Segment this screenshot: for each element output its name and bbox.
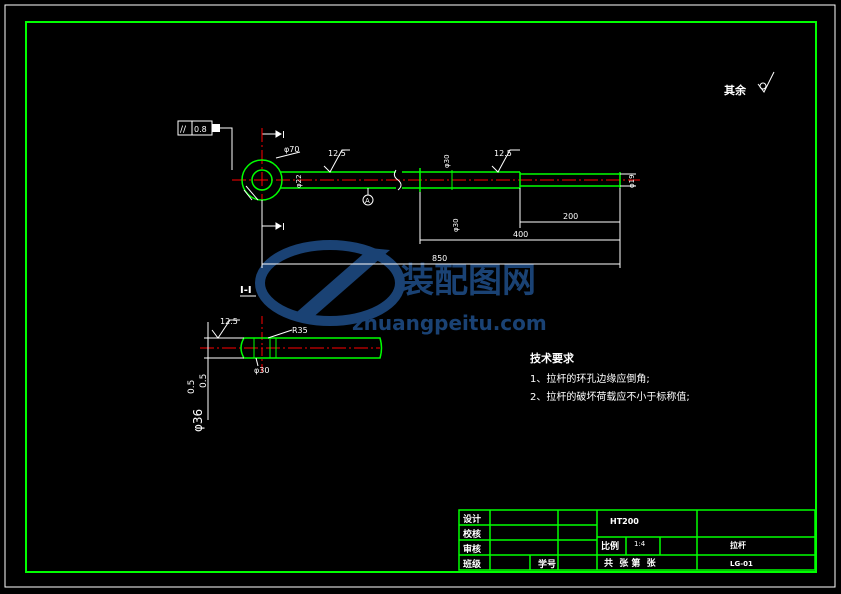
datum-a-icon (212, 124, 220, 132)
roughness-2: 12.5 (494, 149, 512, 158)
watermark: 装配图网 zhuangpeitu.com (255, 240, 547, 335)
tb-scale-value: 1:4 (634, 540, 646, 548)
tolerance-frame: // 0.8 (177, 120, 233, 170)
tb-sheet: 共 张 第 张 (604, 557, 657, 569)
section-bore: φ30 (254, 366, 269, 375)
dim-end-dia2: φ19 (628, 174, 636, 188)
svg-text:I: I (282, 222, 285, 233)
sheet-border (4, 4, 836, 588)
section-radius: R35 (292, 326, 308, 335)
notes-title: 技术要求 (530, 351, 575, 365)
dim-rod-dia: φ22 (295, 174, 303, 188)
tb-student-no: 学号 (538, 558, 556, 570)
watermark-url: zhuangpeitu.com (352, 311, 547, 335)
dim-400: 400 (513, 230, 528, 239)
watermark-slash-icon (290, 248, 390, 320)
section-tol-upper: 0.5 (187, 380, 197, 394)
roughness-check-icon (757, 71, 775, 93)
roughness-1: 12.5 (328, 149, 346, 158)
datum-label: A (365, 197, 370, 205)
dim-200: 200 (563, 212, 578, 221)
tb-review: 审核 (463, 543, 481, 555)
section-tol-lower: 0.5 (199, 374, 209, 388)
section-roughness: 12.5 (220, 317, 238, 326)
note-item-1: 1、拉杆的环孔边缘应倒角; (530, 372, 650, 385)
tolerance-symbol: // (180, 125, 187, 135)
section-view-label: I-I (240, 285, 252, 296)
drawing-frame (25, 21, 817, 573)
note-item-2: 2、拉杆的破坏荷载应不小于标称值; (530, 390, 690, 403)
tb-material: HT200 (610, 517, 639, 526)
tb-part-name: 拉杆 (730, 540, 746, 550)
watermark-cn: 装配图网 (400, 261, 536, 301)
title-block (458, 509, 816, 571)
dim-end-dia: φ30 (452, 218, 460, 232)
tb-class: 班级 (463, 558, 482, 570)
tb-scale-label: 比例 (601, 540, 619, 552)
dim-eye-dia: φ70 (284, 145, 299, 154)
tb-drawing-no: LG-01 (730, 560, 753, 568)
svg-text:I: I (282, 130, 285, 141)
tb-check: 校核 (463, 528, 481, 540)
break-line-icon (393, 169, 402, 191)
main-dimensions (261, 149, 621, 268)
section-mark-bottom: I (262, 222, 285, 233)
dim-mid-dia: φ30 (443, 154, 451, 168)
tb-design: 设计 (463, 513, 481, 525)
dim-850: 850 (432, 254, 447, 263)
main-view (232, 128, 640, 240)
tolerance-value: 0.8 (194, 125, 207, 134)
section-view (200, 316, 383, 420)
section-dia: φ36 (191, 409, 205, 432)
eye-hole (251, 169, 273, 191)
section-mark-top: I (262, 130, 285, 141)
watermark-logo-icon (255, 240, 405, 326)
roughness-note-label: 其余 (724, 83, 747, 97)
